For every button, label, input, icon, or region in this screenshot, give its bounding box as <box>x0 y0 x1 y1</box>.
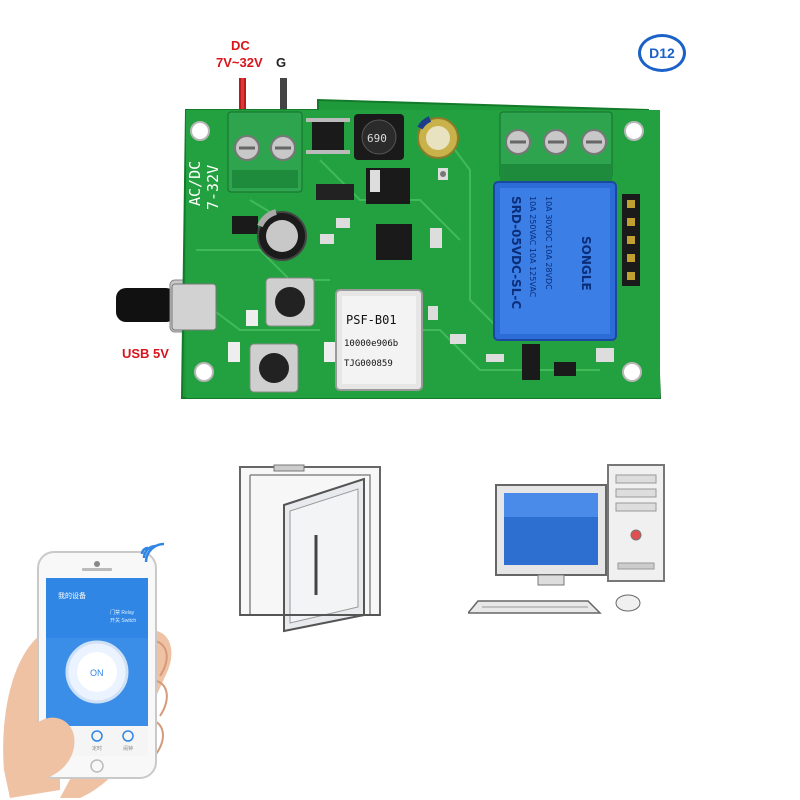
tactile-button-2 <box>249 343 299 393</box>
svg-text:我的设备: 我的设备 <box>58 591 86 600</box>
door-illustration <box>239 464 381 633</box>
svg-text:10000e906b: 10000e906b <box>344 339 398 349</box>
power-button-icon: ON <box>65 640 129 704</box>
hand-holding-phone: 我的设备 门禁 Relay 开关 Switch ON 分享 定时 闹钟 <box>3 542 172 798</box>
timer-icon <box>91 730 103 742</box>
usb-label: USB 5V <box>122 346 169 361</box>
svg-text:SRD-05VDC-SL-C: SRD-05VDC-SL-C <box>509 196 523 309</box>
svg-text:开关 Switch: 开关 Switch <box>110 617 136 624</box>
pc-tower <box>607 464 665 582</box>
computer-illustration <box>468 464 665 614</box>
product-code-badge: D12 <box>638 34 686 72</box>
voltage-label: 7V~32V <box>216 55 263 70</box>
wifi-signal-icon <box>140 542 165 563</box>
svg-text:10A 30VDC 10A 28VDC: 10A 30VDC 10A 28VDC <box>544 196 553 290</box>
tactile-button-1 <box>265 277 315 327</box>
regulator-chip <box>312 120 344 154</box>
svg-text:定时: 定时 <box>92 745 102 752</box>
svg-text:10A 250VAC 10A 125VAC: 10A 250VAC 10A 125VAC <box>528 196 537 298</box>
electrolytic-capacitor-large <box>257 209 307 261</box>
wifi-module: PSF-B01 10000e906b TJG000859 <box>335 289 423 391</box>
svg-text:690: 690 <box>367 132 387 145</box>
svg-text:闹钟: 闹钟 <box>123 745 133 752</box>
relay: SONGLE SRD-05VDC-SL-C 10A 250VAC 10A 125… <box>493 181 617 341</box>
mouse <box>615 594 641 612</box>
svg-text:TJG000859: TJG000859 <box>344 359 393 369</box>
alarm-icon <box>122 730 134 742</box>
ground-label: G <box>276 55 287 70</box>
silkscreen-voltage: 7-32V <box>204 165 222 210</box>
silkscreen-acdc: AC/DC <box>186 161 204 206</box>
dc-label: DC <box>231 38 250 53</box>
svg-text:PSF-B01: PSF-B01 <box>346 313 397 327</box>
svg-text:门禁 Relay: 门禁 Relay <box>110 609 135 616</box>
usb-cable <box>116 288 176 322</box>
electrolytic-capacitor-top <box>417 116 459 159</box>
relay-board-illustration: AC/DC 7-32V 690 PSF-B01 <box>116 78 662 399</box>
eeprom-chip <box>376 224 412 260</box>
svg-text:SONGLE: SONGLE <box>579 236 593 291</box>
svg-text:ON: ON <box>90 668 104 678</box>
black-ground-wire <box>280 78 287 118</box>
badge-text: D12 <box>649 45 675 61</box>
micro-usb-port <box>171 283 217 331</box>
